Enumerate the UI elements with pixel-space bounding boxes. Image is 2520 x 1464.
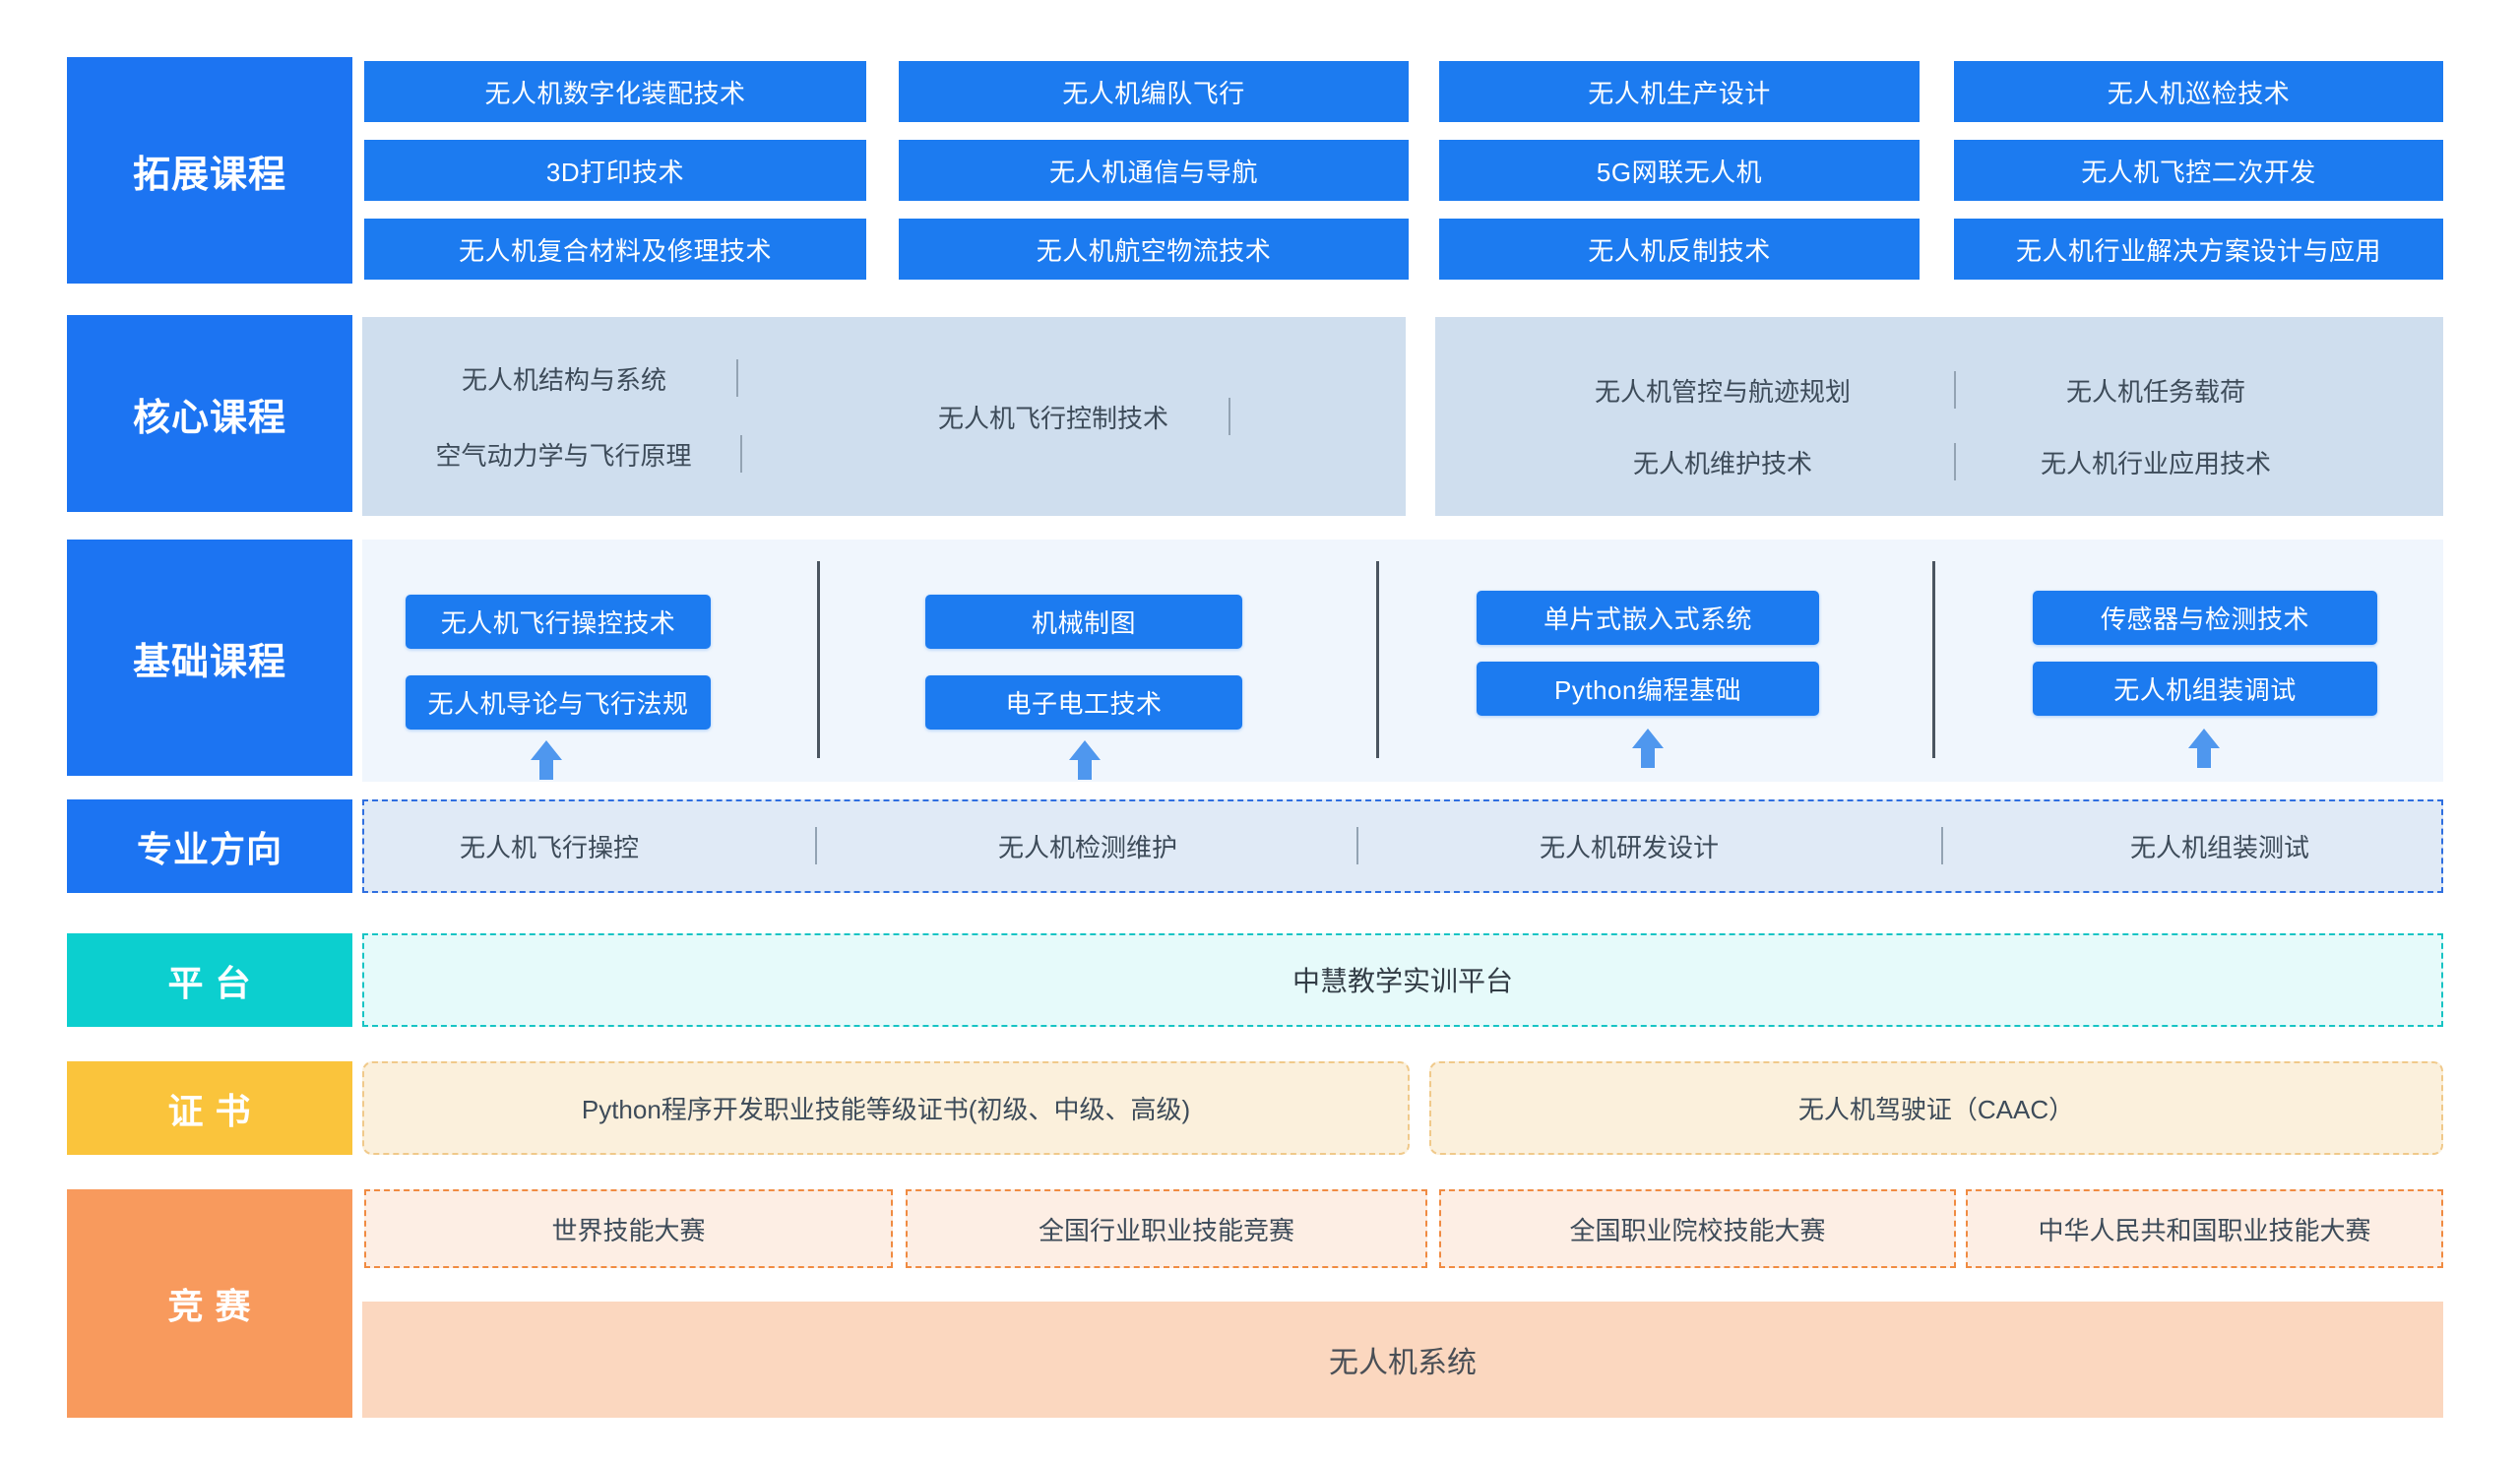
row-label-core: 核心课程: [67, 315, 352, 512]
row-label-basic: 基础课程: [67, 540, 352, 776]
core-course-text[interactable]: 无人机飞行控制技术: [937, 403, 1168, 433]
core-divider: [736, 359, 738, 397]
competition-item[interactable]: [1966, 1189, 2443, 1268]
row-label-platform: 平 台: [67, 933, 352, 1027]
competition-item-label[interactable]: 全国职业院校技能大赛: [1569, 1215, 1826, 1245]
basic-course-chip[interactable]: 传感器与检测技术: [2033, 591, 2377, 645]
core-divider: [740, 435, 742, 473]
basic-course-chip[interactable]: 无人机飞行操控技术: [406, 595, 711, 649]
extended-course-chip[interactable]: 无人机反制技术: [1439, 219, 1920, 280]
core-course-text[interactable]: 无人机管控与航迹规划: [1594, 376, 1851, 407]
extended-course-chip[interactable]: 无人机航空物流技术: [899, 219, 1409, 280]
extended-course-chip[interactable]: 无人机行业解决方案设计与应用: [1954, 219, 2443, 280]
competition-item[interactable]: [906, 1189, 1427, 1268]
row-label-direction: 专业方向: [67, 799, 352, 893]
up-arrow-icon: [1069, 740, 1101, 780]
competition-footer-label: 无人机系统: [1329, 1347, 1477, 1379]
direction-panel: [362, 799, 2443, 893]
direction-item[interactable]: 无人机检测维护: [997, 832, 1177, 862]
competition-item-label[interactable]: 中华人民共和国职业技能大赛: [2038, 1215, 2371, 1245]
core-course-text[interactable]: 空气动力学与飞行原理: [435, 440, 692, 471]
basic-course-chip[interactable]: 电子电工技术: [925, 675, 1242, 730]
up-arrow-icon: [1632, 729, 1664, 768]
up-arrow-icon: [2188, 729, 2220, 768]
direction-item[interactable]: 无人机研发设计: [1539, 832, 1719, 862]
core-course-text[interactable]: 无人机结构与系统: [461, 364, 666, 395]
extended-course-chip[interactable]: 无人机数字化装配技术: [364, 61, 866, 122]
core-course-text[interactable]: 无人机任务载荷: [2065, 376, 2245, 407]
row-label-certificate: 证 书: [67, 1061, 352, 1155]
certificate-panel[interactable]: [362, 1061, 1410, 1155]
certificate-item[interactable]: 无人机驾驶证（CAAC）: [1797, 1094, 2075, 1124]
row-label-competition: 竞 赛: [67, 1189, 352, 1418]
row-label-extended: 拓展课程: [67, 57, 352, 284]
core-panel-right: [1435, 317, 2443, 516]
platform-text[interactable]: 中慧教学实训平台: [1292, 966, 1513, 996]
basic-course-chip[interactable]: Python编程基础: [1477, 662, 1819, 716]
basic-course-chip[interactable]: 单片式嵌入式系统: [1477, 591, 1819, 645]
extended-course-chip[interactable]: 3D打印技术: [364, 140, 866, 201]
competition-item-label[interactable]: 世界技能大赛: [551, 1215, 706, 1245]
core-divider: [1954, 443, 1956, 480]
basic-course-chip[interactable]: 无人机组装调试: [2033, 662, 2377, 716]
direction-divider: [1356, 827, 1358, 864]
basic-course-chip[interactable]: 机械制图: [925, 595, 1242, 649]
platform-panel: [362, 933, 2443, 1027]
extended-course-chip[interactable]: 5G网联无人机: [1439, 140, 1920, 201]
core-divider: [1228, 398, 1230, 435]
core-divider: [1954, 371, 1956, 409]
core-panel-left: [362, 317, 1406, 516]
core-course-text[interactable]: 无人机维护技术: [1632, 448, 1812, 478]
extended-course-chip[interactable]: 无人机飞控二次开发: [1954, 140, 2443, 201]
certificate-panel[interactable]: [1429, 1061, 2443, 1155]
extended-course-chip[interactable]: 无人机复合材料及修理技术: [364, 219, 866, 280]
basic-panel: [362, 540, 2443, 782]
competition-item[interactable]: [1439, 1189, 1956, 1268]
basic-group-divider: [817, 561, 820, 758]
competition-item[interactable]: [364, 1189, 893, 1268]
basic-course-chip[interactable]: 无人机导论与飞行法规: [406, 675, 711, 730]
extended-course-chip[interactable]: 无人机编队飞行: [899, 61, 1409, 122]
basic-group-divider: [1932, 561, 1935, 758]
basic-group-divider: [1376, 561, 1379, 758]
competition-footer-bar: [362, 1302, 2443, 1418]
direction-item[interactable]: 无人机组装测试: [2129, 832, 2309, 862]
direction-divider: [815, 827, 817, 864]
up-arrow-icon: [531, 740, 562, 780]
extended-course-chip[interactable]: 无人机巡检技术: [1954, 61, 2443, 122]
direction-divider: [1941, 827, 1943, 864]
certificate-item[interactable]: Python程序开发职业技能等级证书(初级、中级、高级): [581, 1094, 1191, 1124]
direction-item[interactable]: 无人机飞行操控: [459, 832, 639, 862]
core-course-text[interactable]: 无人机行业应用技术: [2040, 448, 2271, 478]
extended-course-chip[interactable]: 无人机生产设计: [1439, 61, 1920, 122]
competition-item-label[interactable]: 全国行业职业技能竞赛: [1038, 1215, 1294, 1245]
extended-course-chip[interactable]: 无人机通信与导航: [899, 140, 1409, 201]
